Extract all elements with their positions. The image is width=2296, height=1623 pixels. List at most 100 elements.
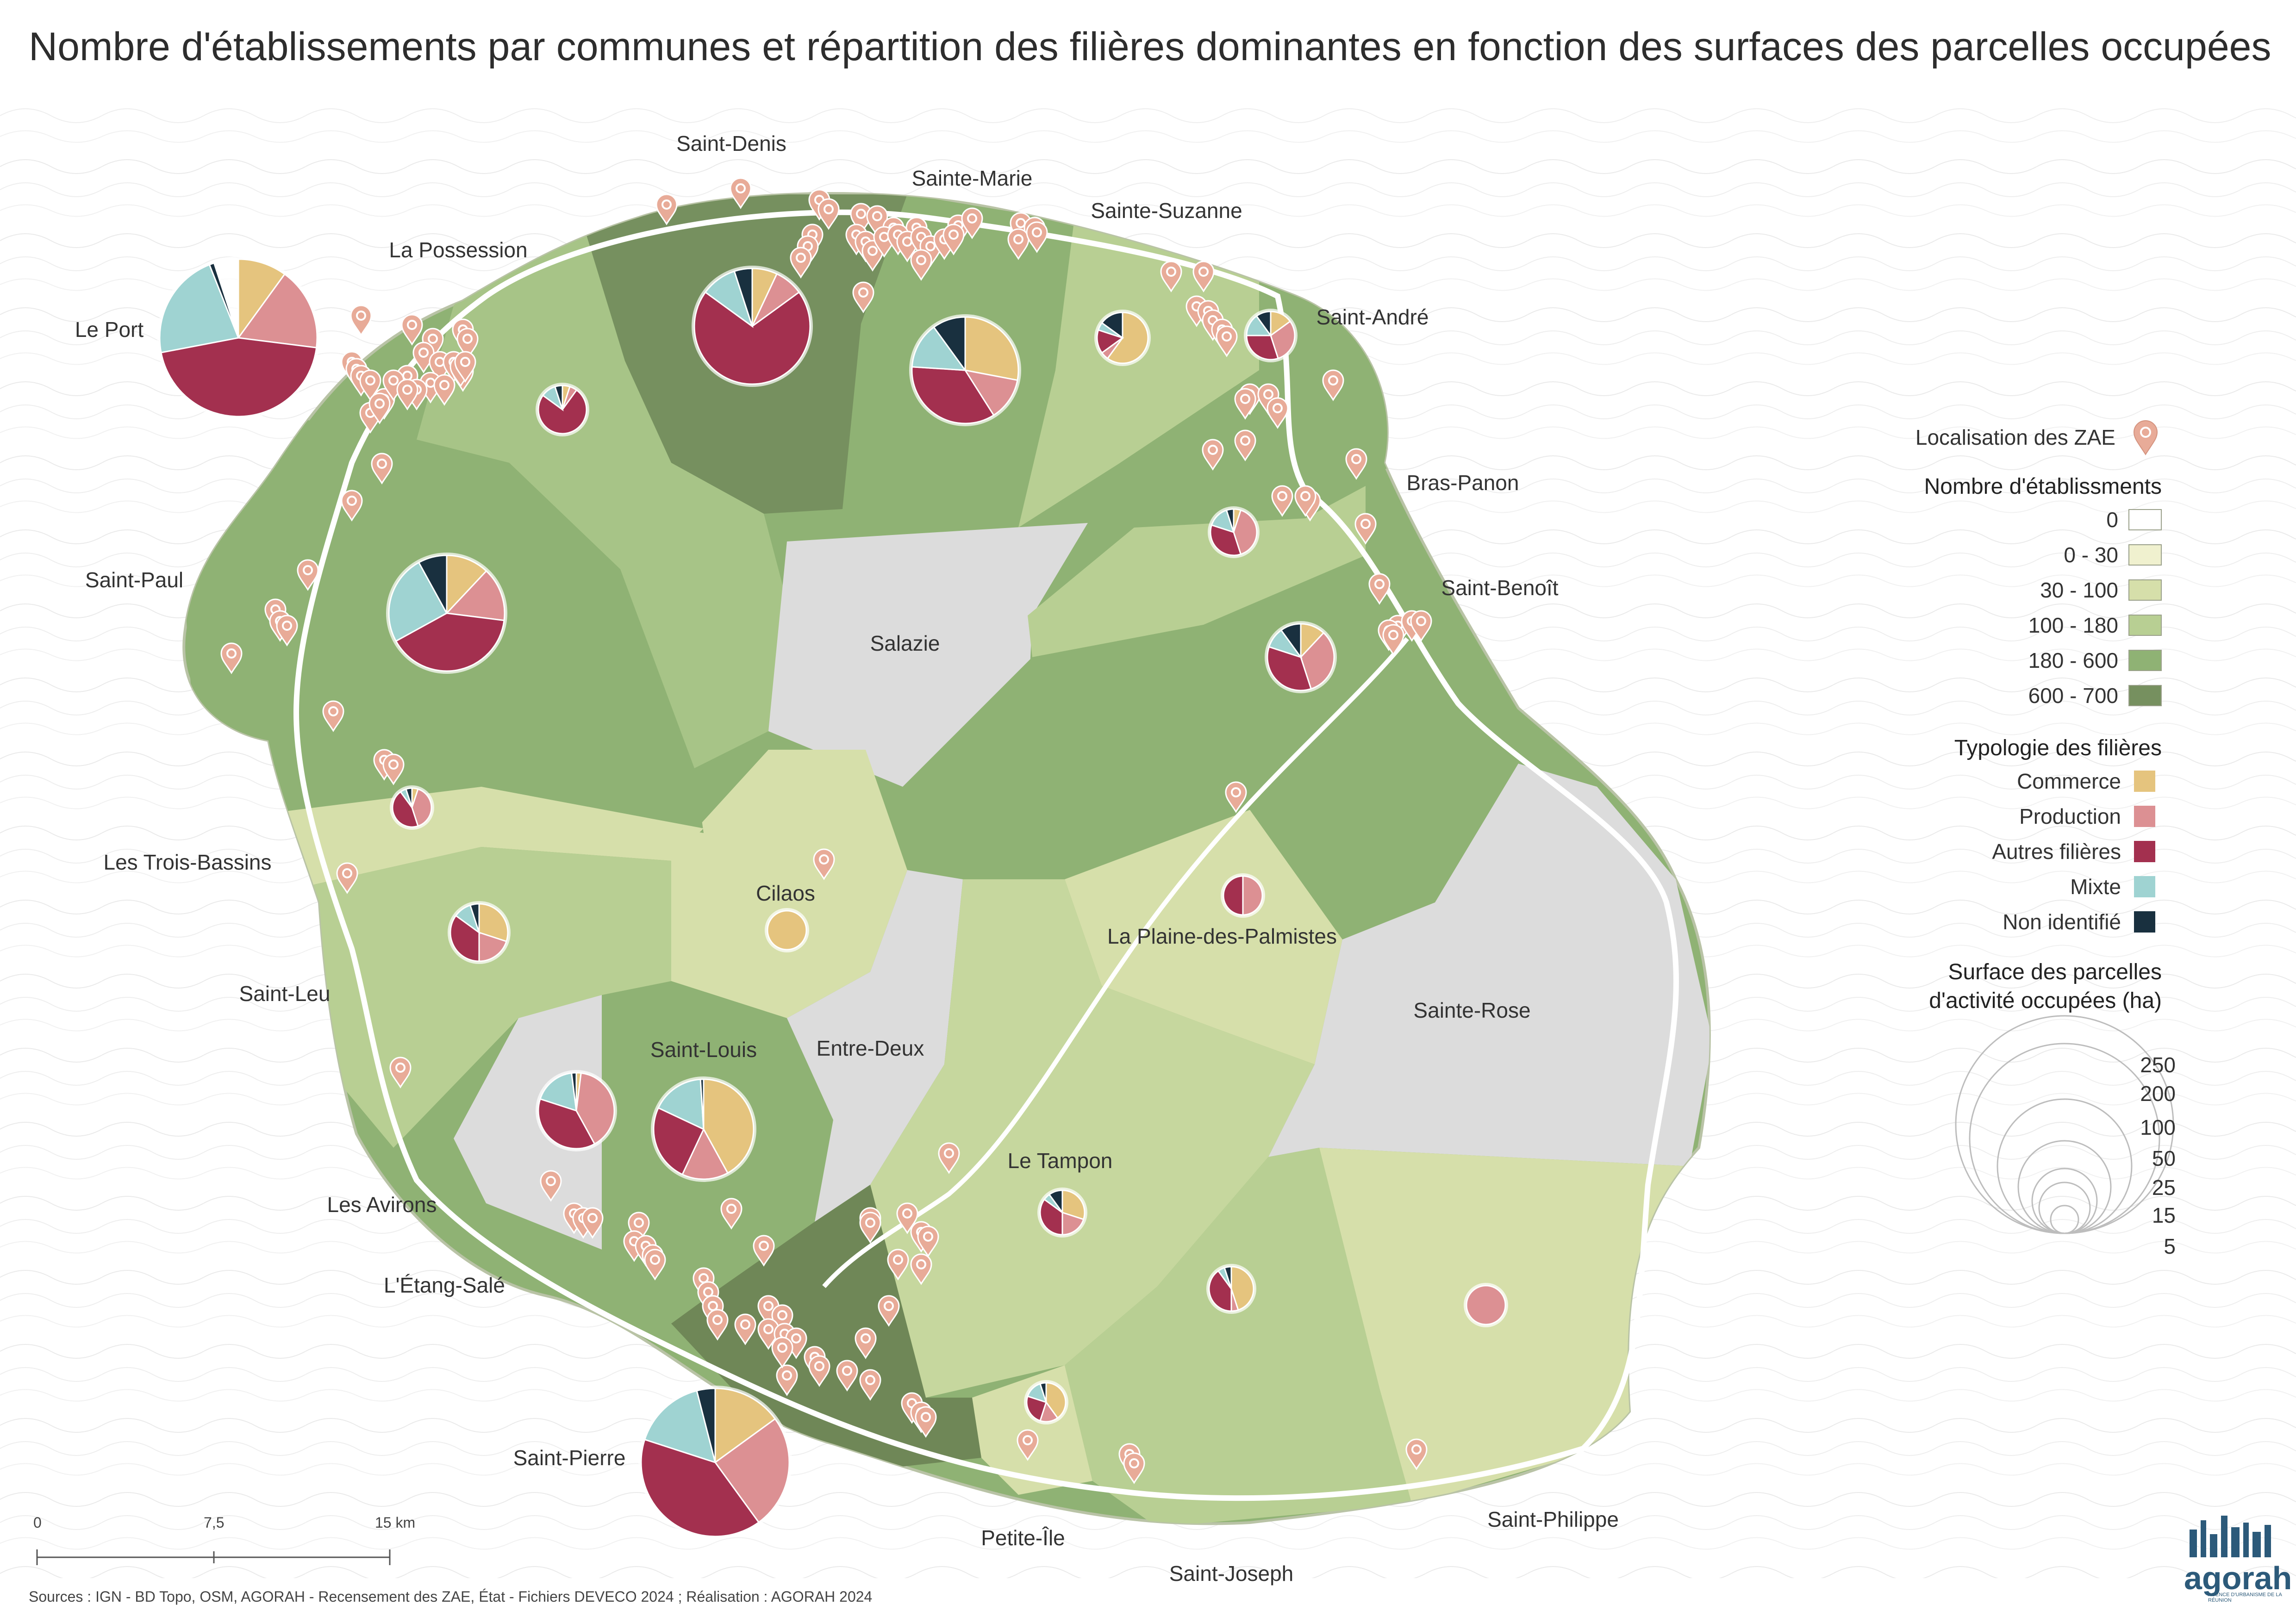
pie-slice xyxy=(445,570,505,622)
pie-slice xyxy=(1223,1266,1232,1289)
legend-zae-label: Localisation des ZAE xyxy=(1915,425,2115,449)
legend-filiere-swatch xyxy=(2134,771,2155,792)
pie-chart xyxy=(692,266,813,387)
logo-subtext: AGENCE D'URBANISME DE LA RÉUNION xyxy=(2208,1592,2282,1603)
zae-marker xyxy=(859,1212,881,1244)
legend-etab-row: 600 - 700 xyxy=(1745,678,2162,713)
label-bras-panon: Bras-Panon xyxy=(1406,471,1519,495)
scale-label-max: 15 km xyxy=(375,1514,416,1531)
label-petite-ile: Petite-Île xyxy=(981,1526,1065,1550)
pie-slice xyxy=(237,273,318,348)
pie-slice xyxy=(767,910,807,951)
legend-etab-swatch xyxy=(2128,509,2162,530)
zae-marker xyxy=(734,1313,756,1345)
pie-slice xyxy=(1280,623,1302,659)
main-road xyxy=(293,209,1679,1501)
zae-marker xyxy=(644,1249,666,1281)
pie-slice xyxy=(1045,1382,1067,1419)
zae-marker xyxy=(220,642,243,674)
pie-slice xyxy=(1048,1189,1063,1215)
zae-marker xyxy=(817,198,840,230)
commune-area-trois-bassins xyxy=(259,787,704,889)
legend-filiere-label: Autres filières xyxy=(1992,839,2121,864)
legend-etab-swatch xyxy=(2128,650,2162,671)
commune-area-le-tampon xyxy=(870,879,1315,1398)
logo-mark xyxy=(2190,1516,2271,1557)
label-saint-joseph: Saint-Joseph xyxy=(1169,1561,1294,1586)
legend-surface-value: 250 xyxy=(2140,1053,2176,1077)
commune-area-cilaos xyxy=(671,750,907,1018)
pie-slice xyxy=(699,1078,705,1130)
pie-slice xyxy=(411,788,432,827)
label-l-etang-sale: L'Étang-Salé xyxy=(384,1273,505,1297)
commune-area-plaine-des-palmistes xyxy=(1065,810,1342,1064)
label-saint-andre: Saint-André xyxy=(1316,305,1429,329)
pie-slice xyxy=(405,787,413,808)
legend-etab-swatch xyxy=(2128,544,2162,566)
pie-slice xyxy=(392,790,419,828)
label-les-trois-bassins: Les Trois-Bassins xyxy=(103,850,272,874)
pie-slice xyxy=(657,1078,705,1131)
zae-marker xyxy=(655,193,678,225)
pie-slice xyxy=(963,369,1018,417)
pie-chart xyxy=(536,1070,617,1151)
commune-area-saint-philippe xyxy=(1319,1148,1690,1504)
zae-marker xyxy=(915,1406,937,1438)
pie-slice xyxy=(418,554,448,614)
zae-marker xyxy=(1160,261,1182,292)
zae-marker xyxy=(1410,610,1432,642)
zae-marker xyxy=(813,848,835,880)
label-saint-leu: Saint-Leu xyxy=(239,982,331,1006)
pie-slice xyxy=(933,316,966,373)
pie-slice xyxy=(237,258,286,340)
legend-etab-label: 30 - 100 xyxy=(2040,578,2118,602)
pie-slice xyxy=(575,1072,615,1145)
zae-marker xyxy=(730,177,752,209)
pie-slice xyxy=(643,1390,717,1464)
zae-marker xyxy=(454,351,476,383)
zae-marker xyxy=(720,1198,742,1230)
zae-marker xyxy=(1192,261,1215,292)
legend-filiere-label: Commerce xyxy=(2017,769,2121,793)
label-sainte-marie: Sainte-Marie xyxy=(911,166,1033,190)
zae-marker xyxy=(1368,573,1391,605)
pie-slice xyxy=(1061,1211,1085,1236)
agorah-logo: agorah AGENCE D'URBANISME DE LA RÉUNION xyxy=(2180,1502,2292,1603)
pie-chart xyxy=(1244,309,1298,362)
pie-chart xyxy=(765,908,809,952)
pie-chart xyxy=(390,785,434,830)
scale-bar xyxy=(36,1549,391,1565)
legend-filiere-row: Commerce xyxy=(1745,764,2162,799)
pie-chart xyxy=(651,1076,756,1182)
pie-chart xyxy=(1464,1283,1508,1327)
label-sainte-rose: Sainte-Rose xyxy=(1413,998,1531,1022)
zae-marker xyxy=(776,1364,798,1396)
zae-marker xyxy=(297,559,319,591)
legend-etab-row: 0 - 30 xyxy=(1745,537,2162,572)
sources-text: Sources : IGN - BD Topo, OSM, AGORAH - R… xyxy=(29,1588,873,1605)
pie-slice xyxy=(640,1438,760,1537)
legend-filiere-row: Non identifié xyxy=(1745,904,2162,939)
pie-slice xyxy=(1039,1198,1063,1236)
zae-marker xyxy=(389,1057,412,1088)
commune-area-saint-leu xyxy=(296,847,671,1148)
legend-surface-title-line2: d'activité occupées (ha) xyxy=(1929,989,2162,1013)
legend: Localisation des ZAE Nombre d'établissme… xyxy=(1745,417,2162,1018)
zae-markers xyxy=(220,177,1432,1484)
legend-etab-row: 30 - 100 xyxy=(1745,572,2162,608)
scale-label-mid: 7,5 xyxy=(204,1514,225,1531)
scale-label-0: 0 xyxy=(33,1514,42,1531)
label-le-tampon: Le Tampon xyxy=(1007,1149,1113,1173)
pie-slice xyxy=(1039,1382,1047,1403)
zae-marker xyxy=(961,207,983,239)
zae-marker xyxy=(887,1249,909,1281)
pie-slice xyxy=(1223,875,1244,916)
legend-surface-value: 25 xyxy=(2152,1175,2176,1200)
legend-filiere-swatch xyxy=(2134,841,2155,862)
pie-chart xyxy=(1024,1380,1068,1424)
legend-etab-label: 100 - 180 xyxy=(2028,613,2118,637)
label-saint-philippe: Saint-Philippe xyxy=(1487,1507,1619,1531)
zae-marker xyxy=(322,700,344,732)
